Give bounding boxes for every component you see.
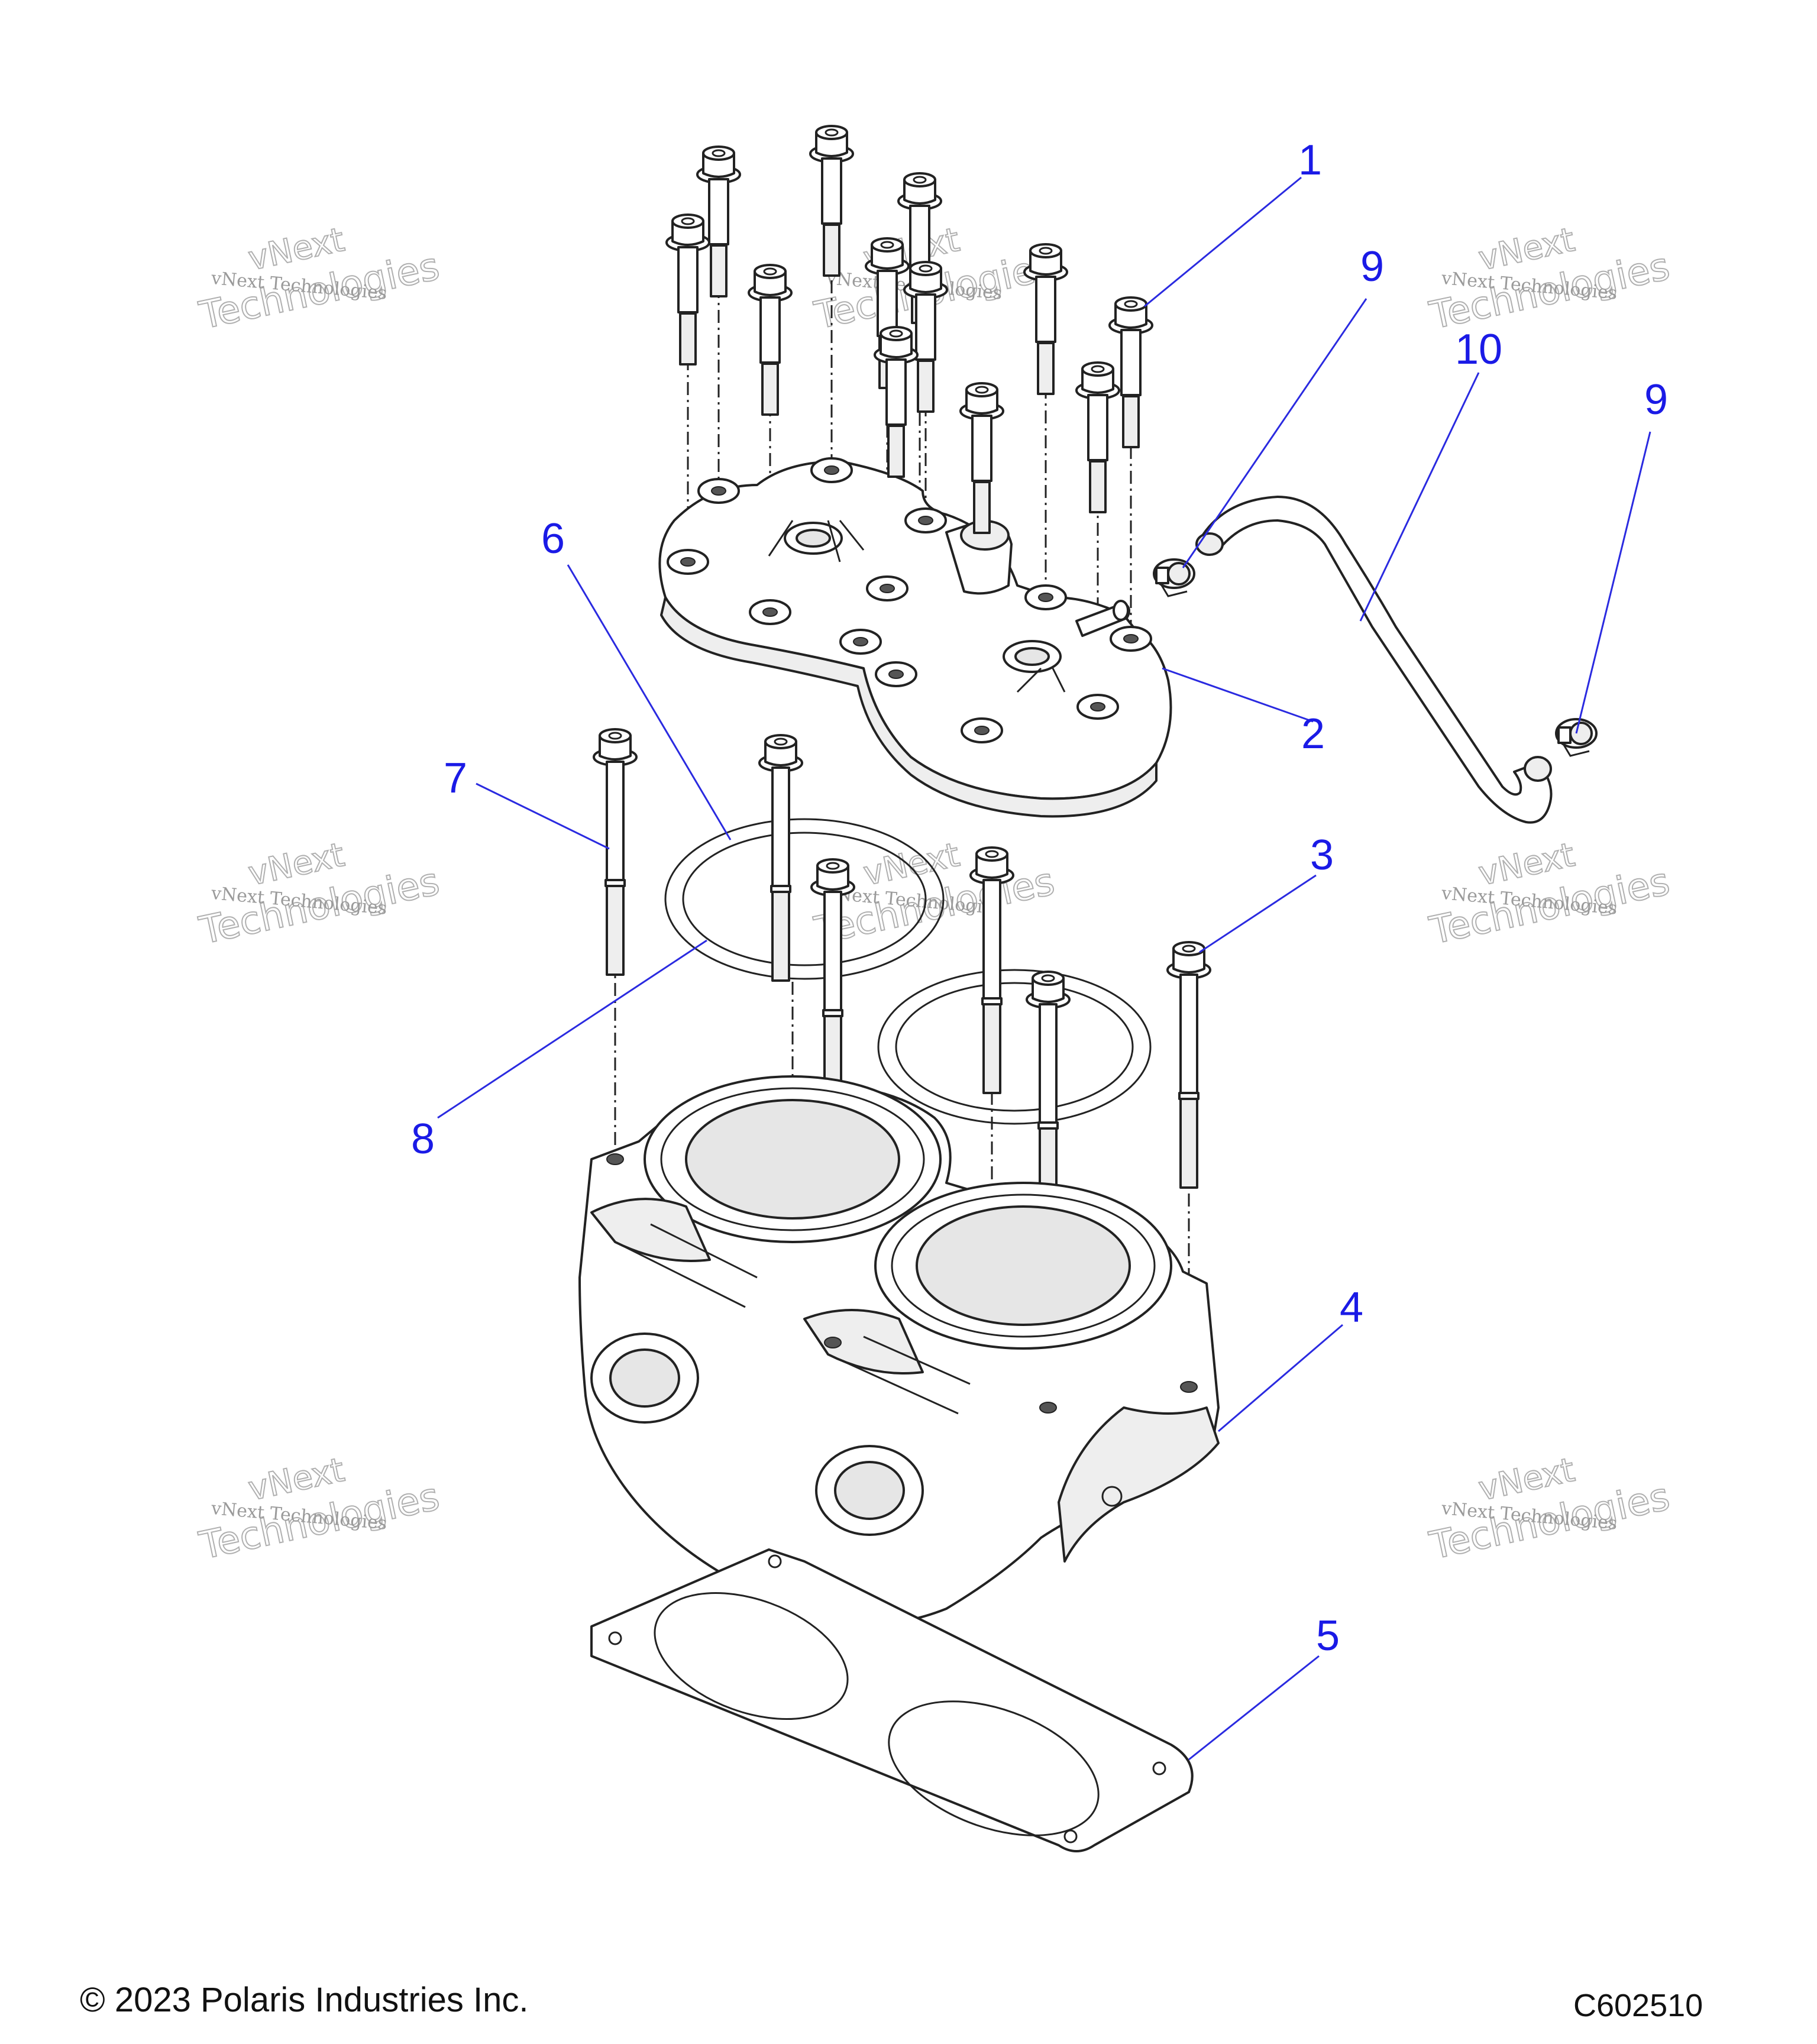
head-gaskets xyxy=(664,818,1152,1125)
callout-9-lower: 9 xyxy=(1644,376,1668,423)
watermark: Technologies vNext vNext Technologies xyxy=(1425,220,1674,339)
callout-6: 6 xyxy=(541,515,565,562)
copyright-text: © 2023 Polaris Industries Inc. xyxy=(80,1981,529,2019)
hose-clamp xyxy=(1555,718,1598,757)
leader-lines xyxy=(437,176,1651,1761)
callout-labels: 1 2 3 4 5 6 7 8 9 9 10 xyxy=(411,137,1668,1660)
callout-5: 5 xyxy=(1316,1612,1340,1660)
callout-8: 8 xyxy=(411,1115,435,1163)
callout-3: 3 xyxy=(1310,832,1334,879)
diagram-code: C602510 xyxy=(1573,1988,1703,2023)
watermark: Technologies vNext vNext Technologies xyxy=(195,220,444,339)
head-bolts xyxy=(665,125,1153,534)
coolant-hose xyxy=(1195,496,1553,824)
callout-7: 7 xyxy=(444,755,467,802)
watermark: Technologies vNext vNext Technologies xyxy=(810,835,1059,954)
watermark: Technologies vNext vNext Technologies xyxy=(195,1450,444,1569)
watermark: Technologies vNext vNext Technologies xyxy=(195,835,444,954)
watermark: Technologies vNext vNext Technologies xyxy=(1425,1450,1674,1569)
cylinder-head xyxy=(658,457,1172,818)
base-gasket xyxy=(590,1548,1194,1852)
hose-clamp xyxy=(1153,558,1195,597)
callout-2: 2 xyxy=(1301,710,1325,758)
callout-9-upper: 9 xyxy=(1360,243,1384,290)
callout-4: 4 xyxy=(1340,1284,1363,1331)
watermark: Technologies vNext vNext Technologies xyxy=(1425,835,1674,954)
cylinder-block xyxy=(578,1075,1220,1626)
callout-1: 1 xyxy=(1298,137,1322,184)
callout-10: 10 xyxy=(1455,326,1502,373)
